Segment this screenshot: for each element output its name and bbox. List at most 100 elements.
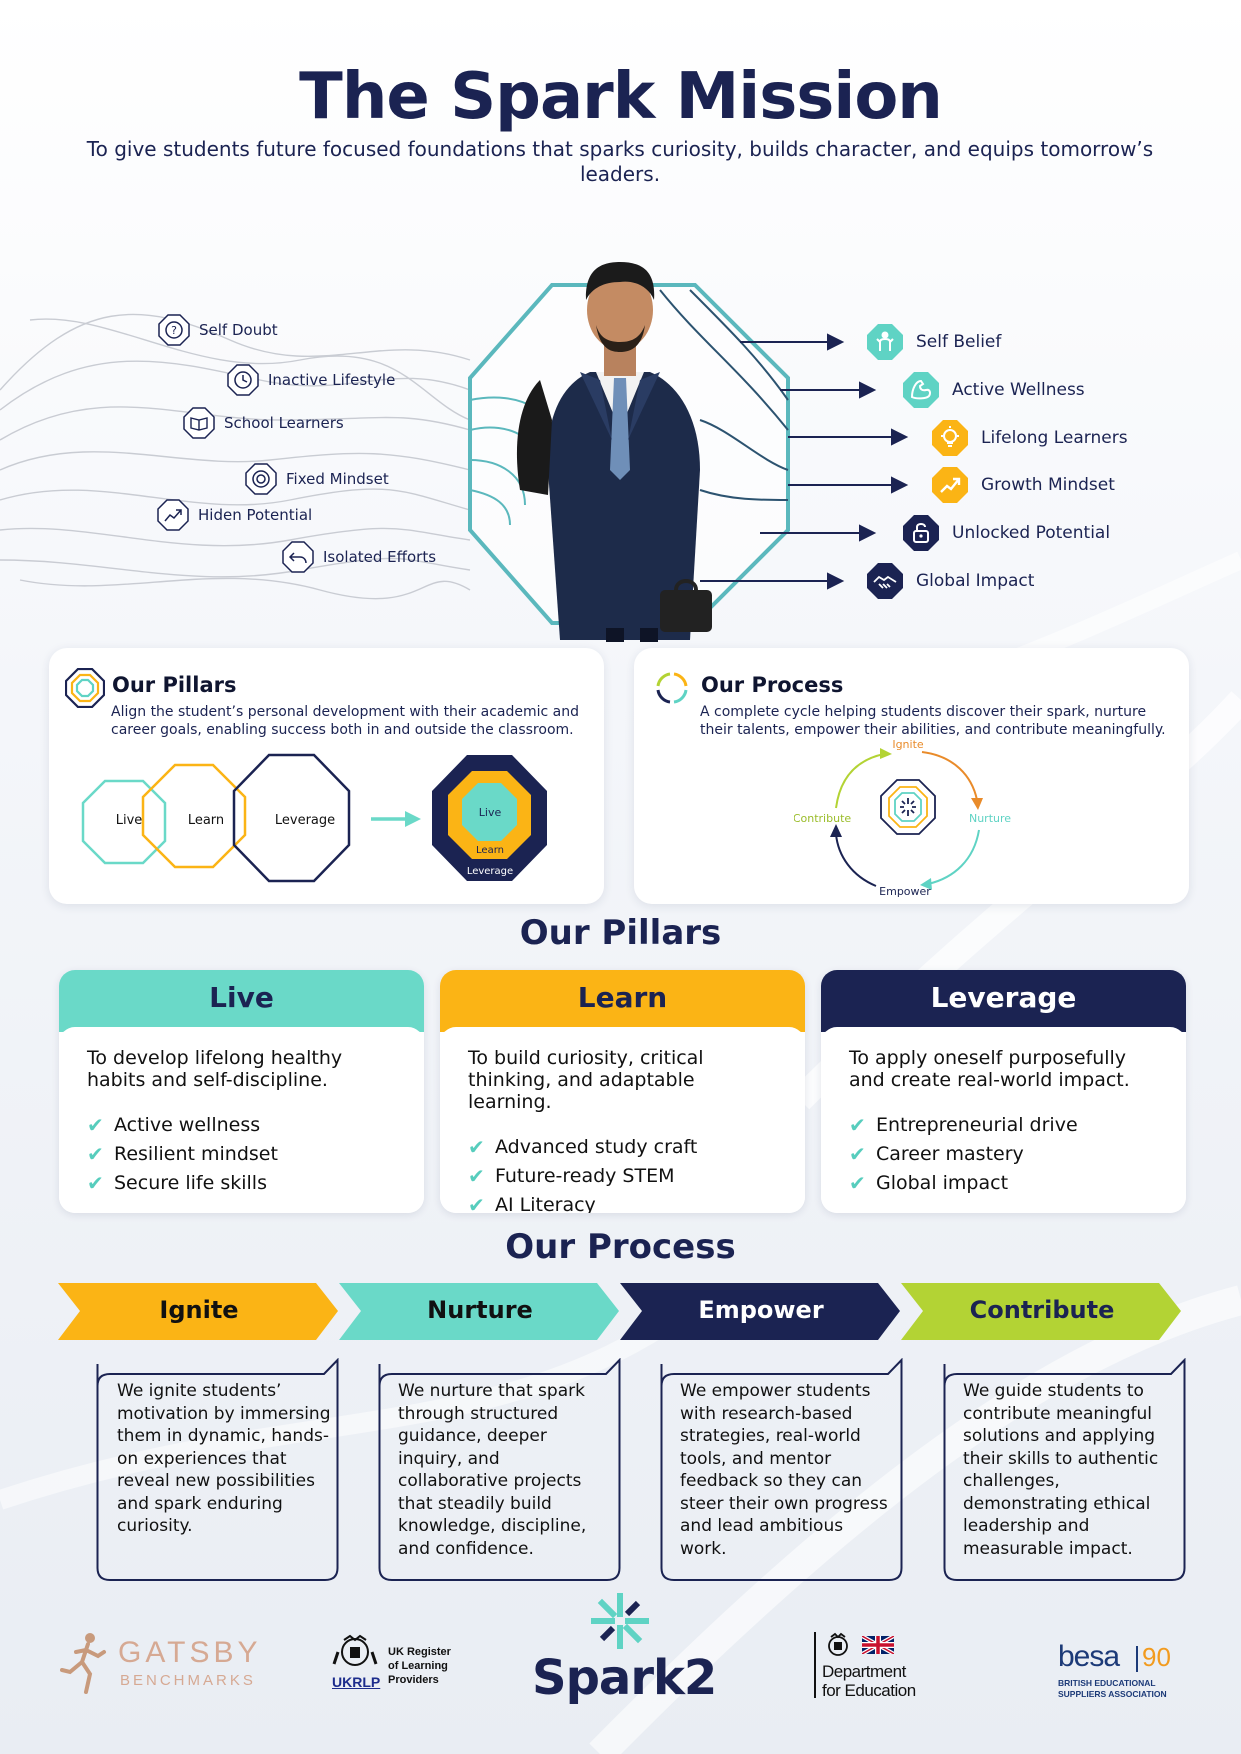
pillars-diagram: Live Learn Leverage Live Learn Leverage xyxy=(81,753,547,883)
process-step-text: We empower students with research-based … xyxy=(680,1381,888,1559)
svg-text:?: ? xyxy=(171,324,177,337)
process-step-box xyxy=(378,1358,621,1581)
challenge-lines xyxy=(0,313,471,600)
trend-icon xyxy=(157,499,189,531)
dfe-line1: Department xyxy=(822,1662,906,1681)
pillar-point: ✔ Future-ready STEM xyxy=(468,1162,777,1191)
challenge-item: School Learners xyxy=(183,407,344,439)
challenge-item: ? Self Doubt xyxy=(158,314,278,346)
runner-icon xyxy=(60,1633,106,1694)
outcome-label: Self Belief xyxy=(916,332,1002,352)
outcome-item: Growth Mindset xyxy=(931,466,1115,504)
pillars-diagram-learn: Learn xyxy=(188,813,224,828)
unlock-icon xyxy=(903,515,939,551)
pillar-point: ✔ Entrepreneurial drive xyxy=(849,1111,1158,1140)
process-step-nurture-chevron xyxy=(339,1283,619,1340)
pillar-point-label: Advanced study craft xyxy=(495,1136,698,1158)
outcome-label: Unlocked Potential xyxy=(952,523,1111,543)
pillar-point: ✔ Career mastery xyxy=(849,1140,1158,1169)
check-icon: ✔ xyxy=(849,1142,866,1166)
process-section-title: Our Process xyxy=(505,1227,736,1267)
pillar-points: ✔Active wellness ✔Resilient mindset ✔ Sec… xyxy=(87,1111,396,1198)
cycle-ignite: Ignite xyxy=(892,738,924,751)
pillars-diagram-nested-live: Live xyxy=(479,806,502,819)
challenge-item: Fixed Mindset xyxy=(245,463,389,495)
outcome-item: Unlocked Potential xyxy=(902,514,1110,552)
ukrlp-line: of Learning xyxy=(388,1660,448,1672)
pillar-point-label: Career mastery xyxy=(876,1143,1024,1165)
spark-wordmark: Spark2 xyxy=(532,1650,717,1706)
pillar-live: Live To develop lifelong healthy habits … xyxy=(59,970,424,1213)
outcome-label: Growth Mindset xyxy=(981,475,1115,495)
pillar-body: To develop lifelong healthy habits and s… xyxy=(59,1027,424,1213)
dfe-logo: Department for Education xyxy=(814,1632,934,1702)
challenge-label: Self Doubt xyxy=(199,321,278,339)
check-icon: ✔ xyxy=(849,1113,866,1137)
book-icon xyxy=(183,407,215,439)
outcome-label: Global Impact xyxy=(916,571,1035,591)
challenge-label: School Learners xyxy=(224,414,344,432)
pillar-body: To apply oneself purposefully and create… xyxy=(821,1027,1186,1213)
pillar-head: Learn xyxy=(440,970,805,1032)
process-step-contribute-chevron xyxy=(901,1283,1181,1340)
pillar-leverage: Leverage To apply oneself purposefully a… xyxy=(821,970,1186,1213)
hero-graphic xyxy=(0,262,909,642)
pillars-diagram-live: Live xyxy=(116,813,143,828)
check-icon: ✔ xyxy=(87,1142,104,1166)
crest-icon xyxy=(828,1632,848,1656)
pillars-diagram-leverage: Leverage xyxy=(275,813,335,828)
pillars-card-text: Align the student’s personal development… xyxy=(111,704,580,738)
pillar-point-label: Secure life skills xyxy=(114,1172,267,1194)
process-step-box xyxy=(943,1358,1186,1581)
ukrlp-abbr: UKRLP xyxy=(332,1674,381,1690)
besa-line1: BRITISH EDUCATIONAL xyxy=(1058,1678,1156,1688)
target-icon xyxy=(245,463,277,495)
challenge-item: Hiden Potential xyxy=(157,499,312,531)
ukrlp-line: Providers xyxy=(388,1674,439,1686)
pillar-point: ✔Global impact xyxy=(849,1169,1158,1198)
besa-anniversary: 90 xyxy=(1142,1642,1171,1672)
process-step-empower-chevron xyxy=(620,1283,900,1340)
growth-arrow-icon xyxy=(932,467,968,503)
ukrlp-logo: UKRLP UK Register of Learning Providers xyxy=(330,1632,460,1702)
outcome-label: Lifelong Learners xyxy=(981,428,1128,448)
challenge-label: Hiden Potential xyxy=(198,506,313,524)
flex-arm-icon xyxy=(903,372,939,408)
pillar-body: To build curiosity, critical thinking, a… xyxy=(440,1027,805,1213)
pillar-head: Live xyxy=(59,970,424,1032)
pillars-card-title: Our Pillars xyxy=(112,673,237,697)
process-cycle-diagram: Ignite Nurture Empower Contribute xyxy=(794,738,1011,898)
pillar-point-label: Future-ready STEM xyxy=(495,1165,675,1187)
pillar-points: ✔ Entrepreneurial drive ✔ Career mastery ✔… xyxy=(849,1111,1158,1198)
page-title: The Spark Mission xyxy=(299,60,943,134)
process-step-label: Nurture xyxy=(427,1296,533,1324)
outcome-item: Self Belief xyxy=(866,323,1001,361)
outcome-arrows xyxy=(700,333,909,590)
pillar-point: ✔Resilient mindset xyxy=(87,1140,396,1169)
pillar-point: ✔Active wellness xyxy=(87,1111,396,1140)
check-icon: ✔ xyxy=(468,1193,485,1213)
challenge-label: Inactive Lifestyle xyxy=(268,371,396,389)
union-flag-icon xyxy=(862,1636,894,1654)
process-card-text: A complete cycle helping students discov… xyxy=(700,704,1166,738)
pillar-point-label: Entrepreneurial drive xyxy=(876,1114,1078,1136)
cycle-nurture: Nurture xyxy=(969,812,1011,825)
pillars-diagram-nested-leverage: Leverage xyxy=(467,866,513,877)
pillar-point: ✔AI Literacy xyxy=(468,1191,777,1213)
check-icon: ✔ xyxy=(468,1164,485,1188)
check-icon: ✔ xyxy=(87,1113,104,1137)
cycle-contribute: Contribute xyxy=(794,812,851,825)
besa-wordmark: besa xyxy=(1058,1640,1120,1673)
gatsby-logo: GATSBY BENCHMARKS xyxy=(60,1628,270,1698)
outcome-item: Lifelong Learners xyxy=(931,419,1128,457)
outcome-label: Active Wellness xyxy=(952,380,1085,400)
pillar-points: ✔Advanced study craft ✔Future-ready STEM… xyxy=(468,1133,777,1213)
dfe-divider xyxy=(814,1632,816,1698)
pillar-learn: Learn To build curiosity, critical think… xyxy=(440,970,805,1213)
pillar-point: ✔Advanced study craft xyxy=(468,1133,777,1162)
outcome-item: Global Impact xyxy=(866,562,1034,600)
challenge-label: Isolated Efforts xyxy=(323,548,437,566)
process-step-text: We guide students to contribute meaningf… xyxy=(963,1381,1159,1559)
process-step-label: Ignite xyxy=(159,1296,239,1324)
pillars-card-icon xyxy=(65,668,105,708)
